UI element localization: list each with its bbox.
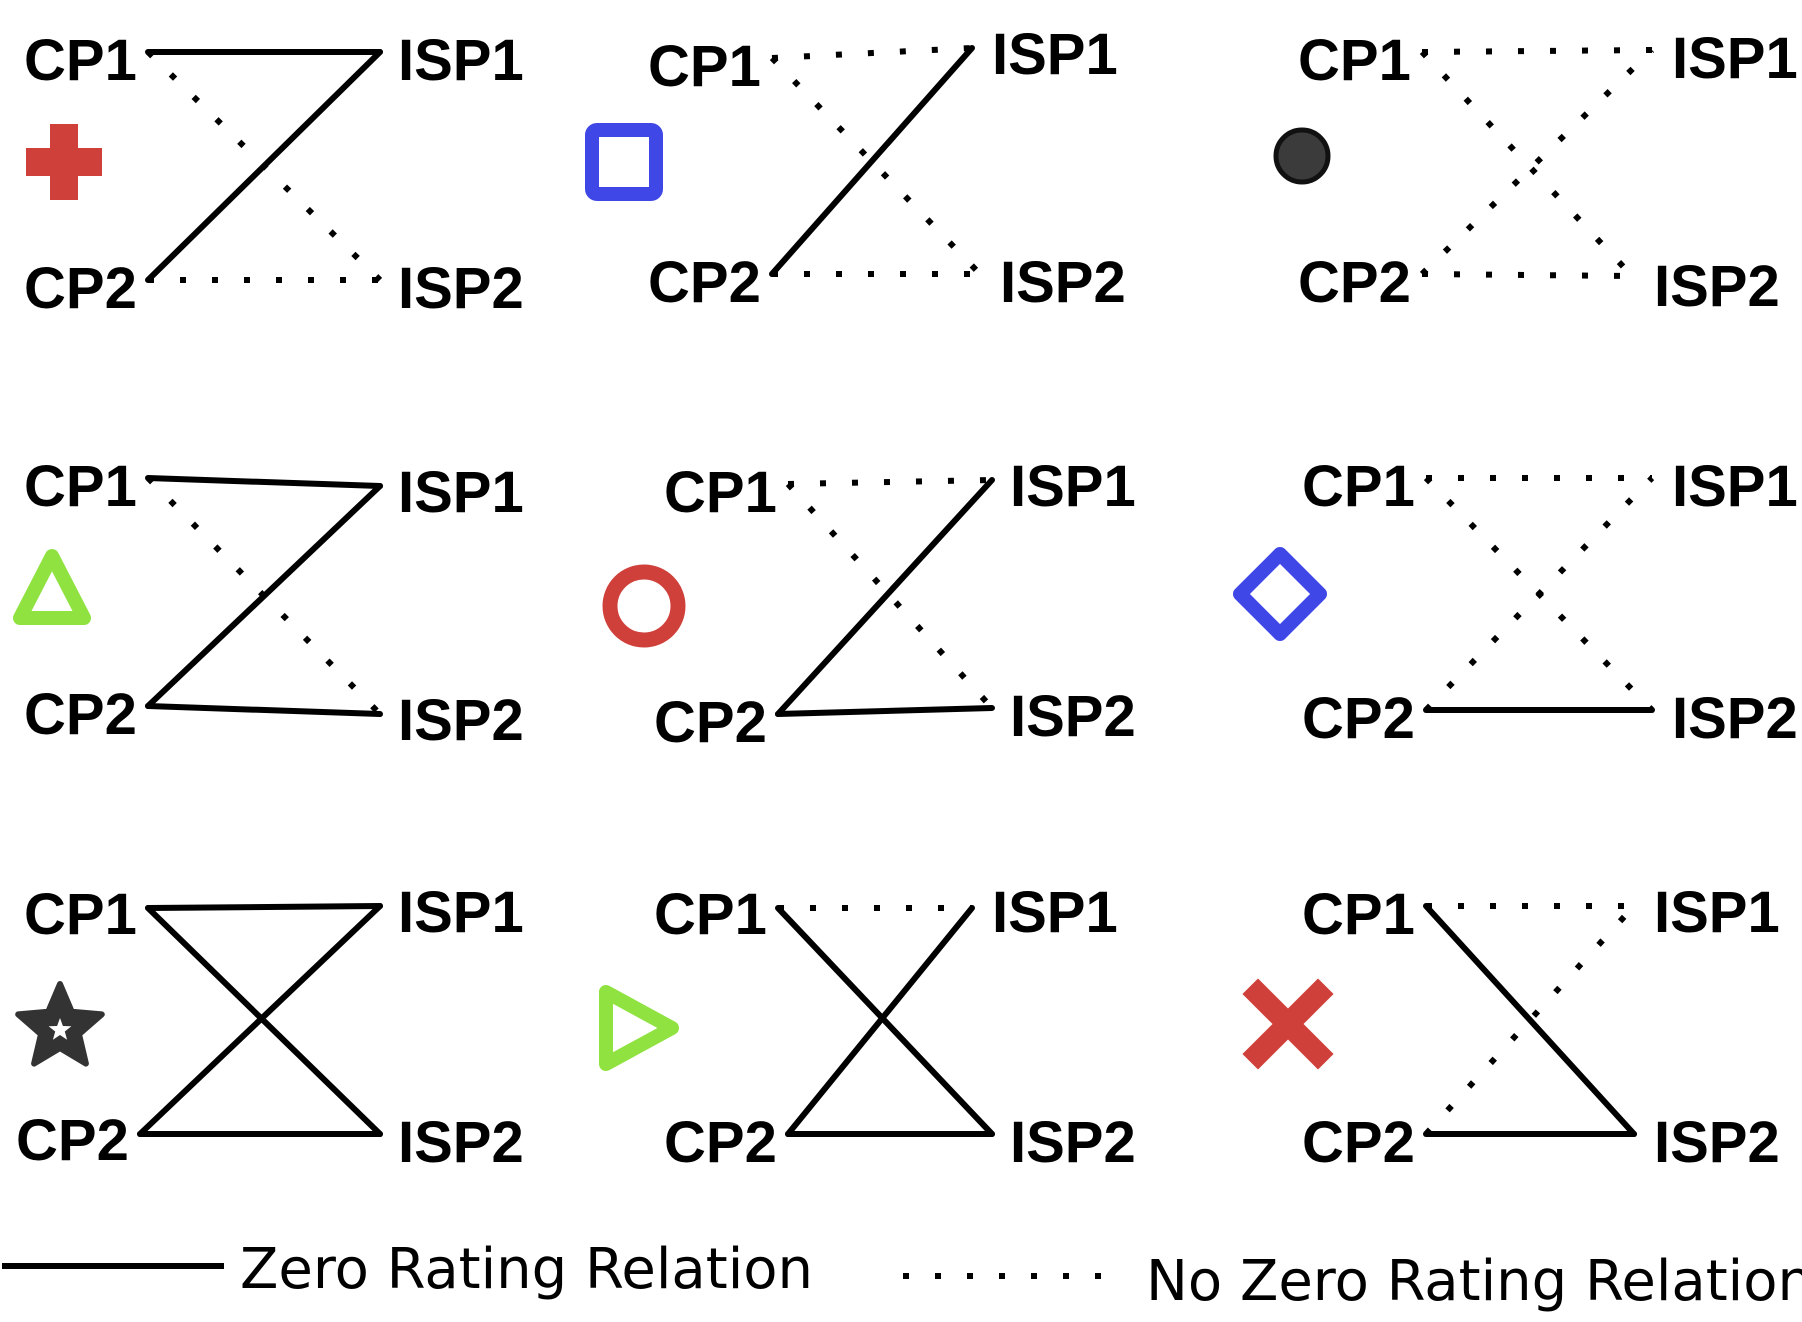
node-label-isp1: ISP1	[1672, 26, 1798, 91]
edge-cp1-isp2-no-zero-rating	[1419, 49, 1635, 279]
edge-cp1-isp2-zero-rating	[1423, 903, 1637, 1137]
node-label-cp2: CP2	[1302, 1110, 1415, 1175]
node-label-isp2: ISP2	[398, 688, 524, 753]
node-label-cp2: CP2	[664, 1110, 777, 1175]
node-label-cp1: CP1	[654, 882, 767, 947]
node-label-cp2: CP2	[1302, 686, 1415, 751]
node-label-isp2: ISP2	[1010, 684, 1136, 749]
edge-cp1-isp2-zero-rating	[775, 905, 995, 1137]
node-label-isp2: ISP2	[1654, 254, 1780, 319]
legend: Zero Rating Relation No Zero Rating Rela…	[2, 1237, 1802, 1314]
node-label-cp2: CP2	[654, 690, 767, 755]
triangle-up-icon	[13, 549, 91, 625]
edge-cp2-isp1-no-zero-rating	[1419, 47, 1655, 277]
node-label-cp1: CP1	[1302, 882, 1415, 947]
node-label-isp1: ISP1	[992, 880, 1118, 945]
node-label-cp2: CP2	[648, 250, 761, 315]
filled-circle-icon	[1273, 127, 1331, 185]
edge-cp1-isp1-no-zero-rating	[771, 45, 973, 61]
edge-cp2-isp1-zero-rating	[775, 477, 995, 717]
node-label-isp1: ISP1	[1654, 880, 1780, 945]
edge-cp1-isp1-no-zero-rating	[1421, 47, 1653, 55]
node-label-cp1: CP1	[1298, 28, 1411, 93]
cross-icon	[1242, 978, 1334, 1070]
edge-cp2-isp1-zero-rating	[769, 45, 975, 277]
node-label-isp1: ISP1	[1010, 454, 1136, 519]
node-label-isp1: ISP1	[398, 460, 524, 525]
node-label-isp1: ISP1	[1672, 454, 1798, 519]
node-label-cp2: CP2	[24, 682, 137, 747]
edge-cp1-isp2-zero-rating	[145, 905, 383, 1137]
node-label-cp1: CP1	[1302, 454, 1415, 519]
edge-cp2-isp1-zero-rating	[785, 905, 975, 1137]
node-label-isp1: ISP1	[398, 880, 524, 945]
square-icon	[585, 123, 663, 201]
plus-icon	[26, 124, 102, 200]
node-label-cp2: CP2	[16, 1108, 129, 1173]
triangle-right-icon	[599, 985, 679, 1071]
node-label-cp2: CP2	[1298, 250, 1411, 315]
node-label-isp1: ISP1	[398, 28, 524, 93]
node-label-cp1: CP1	[664, 460, 777, 525]
edge-cp1-isp2-no-zero-rating	[145, 475, 383, 717]
star-icon	[15, 981, 105, 1067]
node-label-isp2: ISP2	[1000, 250, 1126, 315]
edge-cp2-isp2-no-zero-rating	[1421, 271, 1633, 279]
diamond-icon	[1233, 547, 1327, 641]
node-label-cp1: CP1	[24, 454, 137, 519]
node-label-isp2: ISP2	[1672, 686, 1798, 751]
node-label-cp1: CP1	[648, 34, 761, 99]
node-label-isp2: ISP2	[398, 256, 524, 321]
node-label-cp2: CP2	[24, 256, 137, 321]
edge-cp1-isp1-zero-rating	[145, 903, 383, 911]
node-label-cp1: CP1	[24, 28, 137, 93]
edge-cp1-isp1-no-zero-rating	[787, 477, 993, 487]
ring-icon	[602, 564, 686, 648]
edge-cp2-isp2-zero-rating	[775, 705, 995, 717]
edge-cp1-isp2-no-zero-rating	[1423, 475, 1655, 713]
edge-cp2-isp2-zero-rating	[145, 703, 383, 717]
edge-cp1-isp1-zero-rating	[145, 475, 383, 489]
node-label-isp2: ISP2	[398, 1110, 524, 1175]
node-label-isp2: ISP2	[1654, 1110, 1780, 1175]
edge-cp2-isp1-no-zero-rating	[1423, 903, 1637, 1137]
legend-solid-label: Zero Rating Relation	[240, 1237, 813, 1302]
node-label-isp2: ISP2	[1010, 1110, 1136, 1175]
edge-cp1-isp2-no-zero-rating	[145, 49, 383, 283]
legend-dotted-label: No Zero Rating Relation	[1146, 1249, 1802, 1314]
node-label-cp1: CP1	[24, 882, 137, 947]
node-label-isp1: ISP1	[992, 22, 1118, 87]
